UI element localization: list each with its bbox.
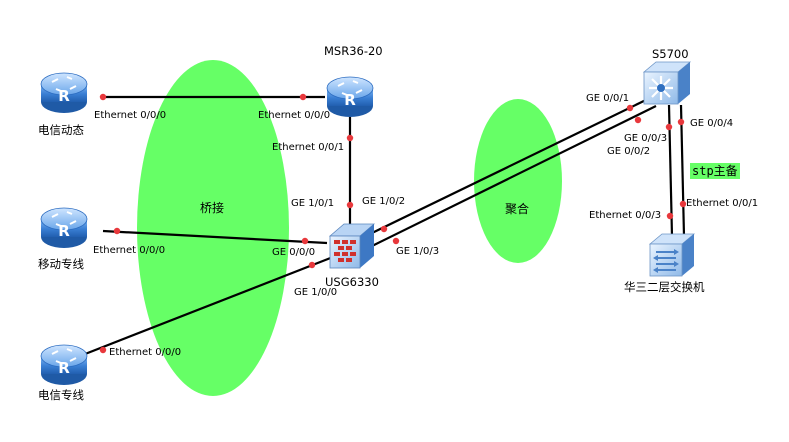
port-label: Ethernet 0/0/0 xyxy=(109,347,182,358)
router-icon[interactable] xyxy=(40,72,88,114)
zone-tag-bridge: 桥接 xyxy=(198,200,227,216)
device-label-msr36-20: MSR36-20 xyxy=(324,44,383,58)
port-dot xyxy=(380,225,388,233)
port-label: GE 1/0/2 xyxy=(362,196,406,207)
aggregation-zone xyxy=(474,99,562,263)
router-icon[interactable] xyxy=(40,207,88,249)
port-label: GE 0/0/1 xyxy=(586,93,630,104)
l2-switch-icon[interactable] xyxy=(648,233,696,277)
port-label: GE 0/0/3 xyxy=(624,133,668,144)
port-dot xyxy=(346,201,354,209)
device-label-telecom-dynamic: 电信动态 xyxy=(38,123,84,137)
device-label-mobile-line: 移动专线 xyxy=(38,257,84,271)
port-dot xyxy=(99,346,107,354)
port-label: Ethernet 0/0/0 xyxy=(258,110,331,121)
router-icon[interactable] xyxy=(326,76,374,118)
router-icon[interactable] xyxy=(40,344,88,386)
port-label: GE 0/0/4 xyxy=(690,118,734,129)
zone-tag-aggregation: 聚合 xyxy=(503,201,532,217)
port-label: Ethernet 0/0/0 xyxy=(93,245,166,256)
port-label: GE 1/0/0 xyxy=(294,287,338,298)
link-s5700-h3c-b xyxy=(679,104,686,237)
device-label-s5700: S5700 xyxy=(652,47,689,61)
zone-tag-stp: stp主备 xyxy=(690,163,740,179)
bridge-zone xyxy=(137,60,289,396)
port-label: GE 0/0/2 xyxy=(607,146,651,157)
port-dot xyxy=(665,123,673,131)
link-telecom-line-usg xyxy=(79,255,334,358)
port-label: Ethernet 0/0/1 xyxy=(686,198,759,209)
link-mobile-usg xyxy=(102,229,328,245)
port-dot xyxy=(301,237,309,245)
port-dot xyxy=(346,134,354,142)
device-label-usg6330: USG6330 xyxy=(325,275,379,289)
port-label: GE 1/0/3 xyxy=(396,246,440,257)
port-dot xyxy=(308,261,316,269)
port-label: Ethernet 0/0/0 xyxy=(94,110,167,121)
port-dot xyxy=(299,93,307,101)
l3-switch-icon[interactable] xyxy=(642,61,692,105)
port-dot xyxy=(392,237,400,245)
firewall-icon[interactable] xyxy=(328,223,376,269)
link-usg-s5700-ge002 xyxy=(371,105,657,247)
port-label: Ethernet 0/0/1 xyxy=(272,142,345,153)
port-label: GE 1/0/1 xyxy=(291,198,335,209)
port-label: GE 0/0/0 xyxy=(272,247,316,258)
port-label: Ethernet 0/0/3 xyxy=(589,210,662,221)
device-label-h3c-switch: 华三二层交换机 xyxy=(624,280,705,294)
port-dot xyxy=(677,118,685,126)
link-usg-s5700-ge001 xyxy=(371,97,651,234)
port-dot xyxy=(99,93,107,101)
port-dot xyxy=(634,116,642,124)
device-label-telecom-line: 电信专线 xyxy=(38,388,84,402)
port-dot xyxy=(113,227,121,235)
port-dot xyxy=(626,104,634,112)
port-dot xyxy=(679,200,687,208)
port-dot xyxy=(666,212,674,220)
